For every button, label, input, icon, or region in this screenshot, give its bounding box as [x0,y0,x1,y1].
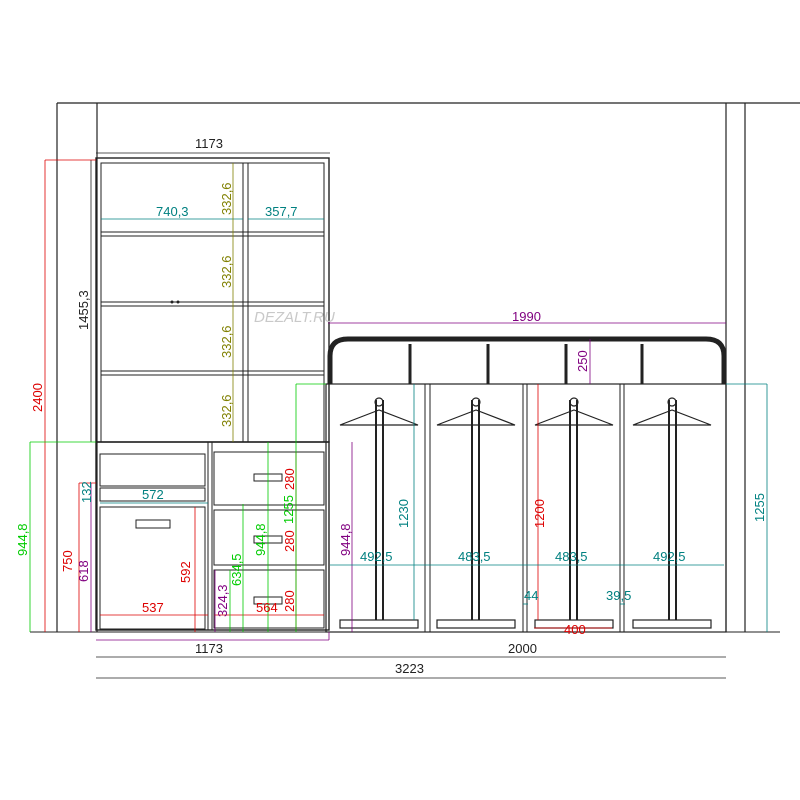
dim-572: 572 [142,487,164,502]
dim-750: 750 [60,550,75,572]
dim-618: 618 [76,560,91,582]
rack-section [325,336,727,633]
dim-drawer-280-c: 280 [282,590,297,612]
dim-44: 44 [524,588,538,603]
dim-592: 592 [178,561,193,583]
dim-shelf-332-6-b: 332,6 [219,255,234,288]
dim-lines-teal [100,218,768,632]
dim-lines-purple [90,322,726,641]
hanger-stand-3 [534,397,614,629]
dim-400: 400 [564,622,586,637]
dim-drawer-280-a: 280 [282,468,297,490]
dim-1455-3: 1455,3 [76,290,91,330]
dim-shelf-332-6-a: 332,6 [219,182,234,215]
dim-drawer-280-b: 280 [282,530,297,552]
dim-shelf-332-6-c: 332,6 [219,325,234,358]
dim-2000: 2000 [508,641,537,656]
hanger-stand-1 [339,397,419,629]
shelving-unit [95,157,330,443]
dim-1255-mid: 1255 [281,495,296,524]
dim-2400: 2400 [30,383,45,412]
dim-1255-right: 1255 [752,493,767,522]
dim-lines-black [90,152,726,679]
dim-rack-483-5-b: 483,5 [555,549,588,564]
dim-rack-492-5-a: 492,5 [360,549,393,564]
dim-944-8-left: 944,8 [15,523,30,556]
watermark: DEZALT.RU [254,309,335,326]
dim-shelf-332-6-d: 332,6 [219,394,234,427]
dim-564: 564 [256,600,278,615]
dim-3223: 3223 [395,661,424,676]
dim-537: 537 [142,600,164,615]
dim-1990: 1990 [512,309,541,324]
dim-944-8-mid: 944,8 [253,523,268,556]
dim-634-5: 634,5 [229,553,244,586]
dim-rack-483-5-a: 483,5 [458,549,491,564]
dim-bottom-1173: 1173 [195,641,223,656]
dim-1200: 1200 [532,499,547,528]
hanger-stand-2 [436,397,516,629]
dim-39-5: 39,5 [606,588,631,603]
dim-250: 250 [575,350,590,372]
dim-1230: 1230 [396,499,411,528]
dim-357-7: 357,7 [265,204,298,219]
dim-740-3: 740,3 [156,204,189,219]
dim-324-3: 324,3 [215,584,230,617]
dim-132: 132 [79,481,94,503]
dim-top-1173: 1173 [195,136,223,151]
dim-944-8-right: 944,8 [338,523,353,556]
hanger-stand-4 [632,397,712,629]
lower-cabinet [95,441,330,631]
dim-lines-green [29,383,326,632]
dim-rack-492-5-b: 492,5 [653,549,686,564]
